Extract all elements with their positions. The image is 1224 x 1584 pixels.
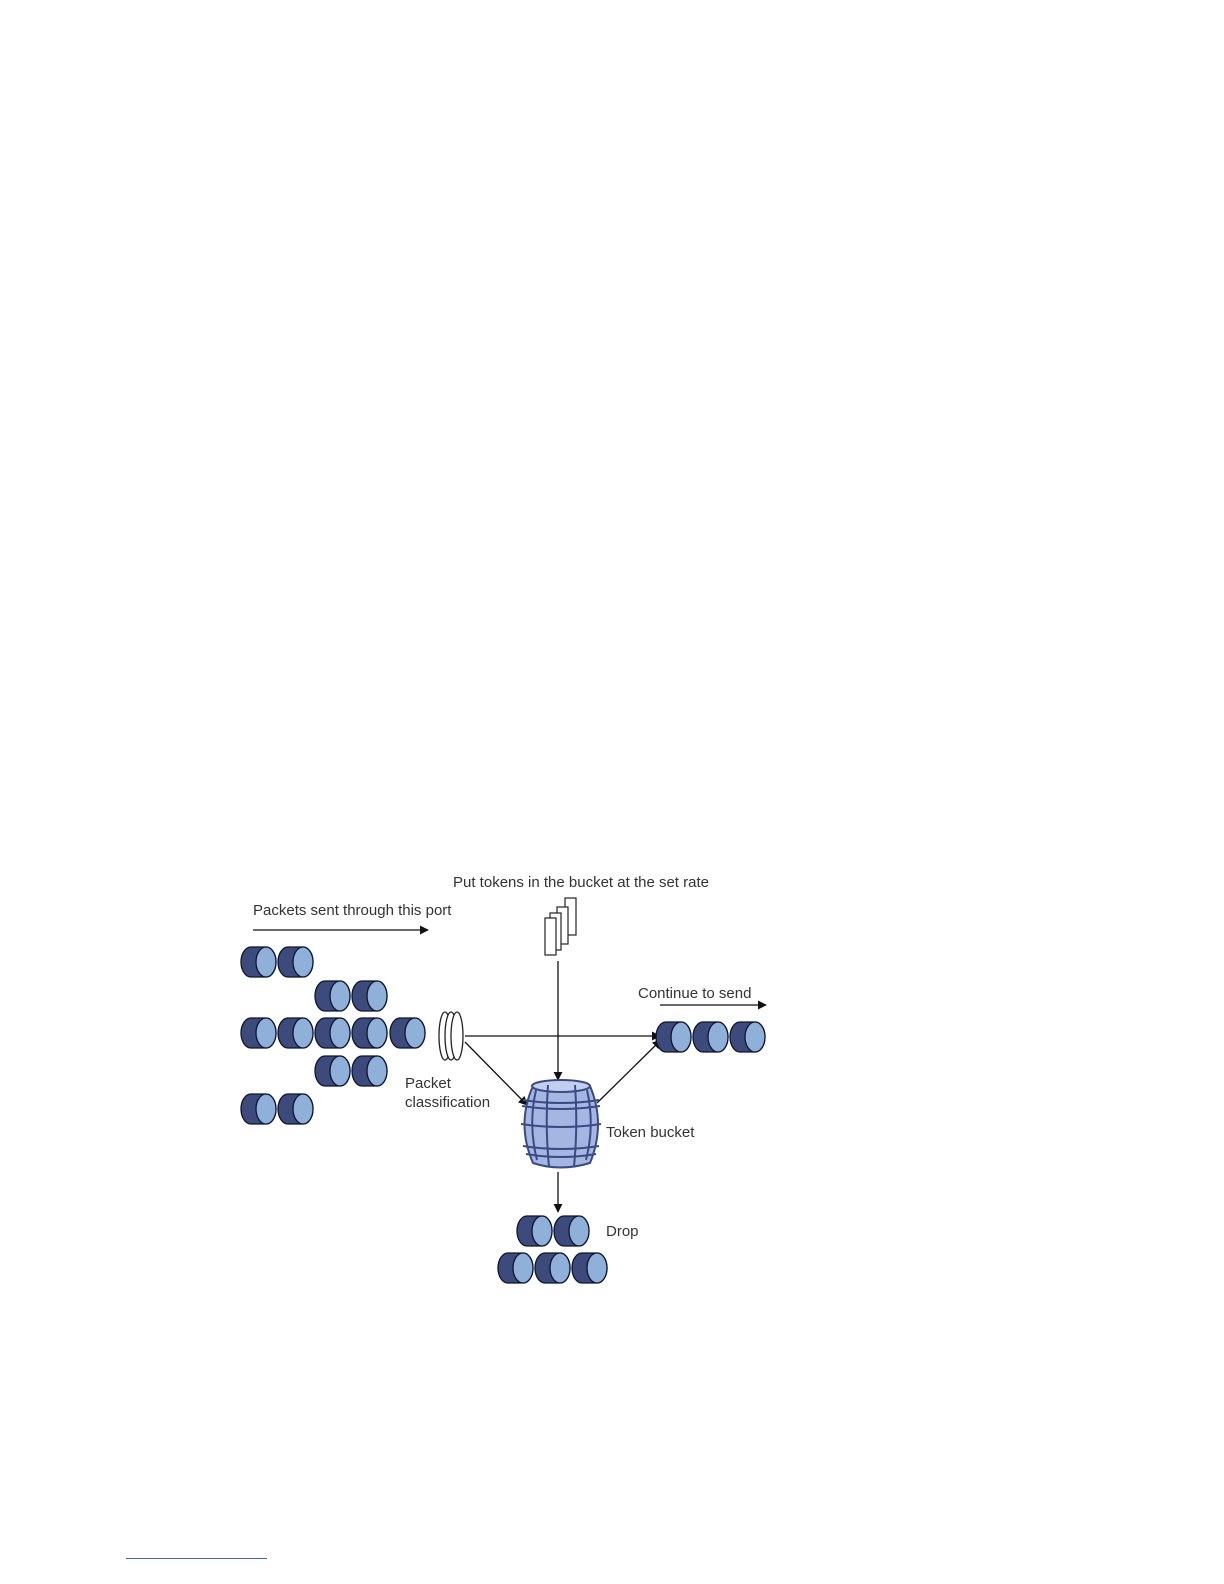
packet-cylinder-icon: [315, 1056, 350, 1086]
packet-classification-label-line1: Packet: [405, 1075, 452, 1092]
packet-cylinder-icon: [352, 1056, 387, 1086]
packet-cylinder-icon: [241, 1094, 276, 1124]
drop-label: Drop: [606, 1223, 639, 1240]
packet-classification-label-line2: classification: [405, 1094, 490, 1111]
packet-cylinder-icon: [554, 1216, 589, 1246]
packet-cylinder-icon: [241, 947, 276, 977]
dropped-packets: [498, 1216, 607, 1283]
packet-cylinder-icon: [572, 1253, 607, 1283]
token-bucket-barrel-icon: [521, 1080, 601, 1168]
continue-to-send-label: Continue to send: [638, 985, 751, 1002]
packet-cylinder-icon: [315, 1018, 350, 1048]
packet-cylinder-icon: [517, 1216, 552, 1246]
packet-cylinder-icon: [241, 1018, 276, 1048]
token-bucket-label: Token bucket: [606, 1124, 695, 1141]
classifier-ring-icon: [439, 1012, 463, 1060]
packet-cylinder-icon: [315, 981, 350, 1011]
incoming-packets: [241, 947, 425, 1124]
put-tokens-label: Put tokens in the bucket at the set rate: [453, 874, 709, 891]
token-stack-icon: [545, 898, 576, 955]
packet-cylinder-icon: [352, 981, 387, 1011]
packets-sent-label: Packets sent through this port: [253, 902, 452, 919]
packet-cylinder-icon: [278, 947, 313, 977]
bucket-to-send-arrow: [597, 1040, 661, 1103]
packet-cylinder-icon: [498, 1253, 533, 1283]
packet-cylinder-icon: [278, 1018, 313, 1048]
footnote-separator: [126, 1558, 267, 1559]
sent-packets: [656, 1022, 765, 1052]
packet-cylinder-icon: [390, 1018, 425, 1048]
packet-cylinder-icon: [535, 1253, 570, 1283]
packet-cylinder-icon: [352, 1018, 387, 1048]
packet-cylinder-icon: [693, 1022, 728, 1052]
packet-cylinder-icon: [278, 1094, 313, 1124]
packet-cylinder-icon: [656, 1022, 691, 1052]
packet-cylinder-icon: [730, 1022, 765, 1052]
